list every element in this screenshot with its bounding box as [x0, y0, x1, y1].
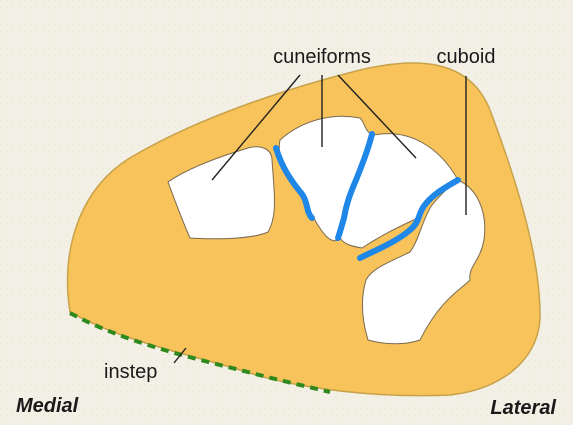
- cuboid-label: cuboid: [437, 46, 496, 68]
- cuneiforms-label: cuneiforms: [273, 46, 371, 68]
- medial-label: Medial: [16, 395, 79, 417]
- instep-label: instep: [104, 361, 157, 383]
- lateral-label: Lateral: [490, 397, 556, 419]
